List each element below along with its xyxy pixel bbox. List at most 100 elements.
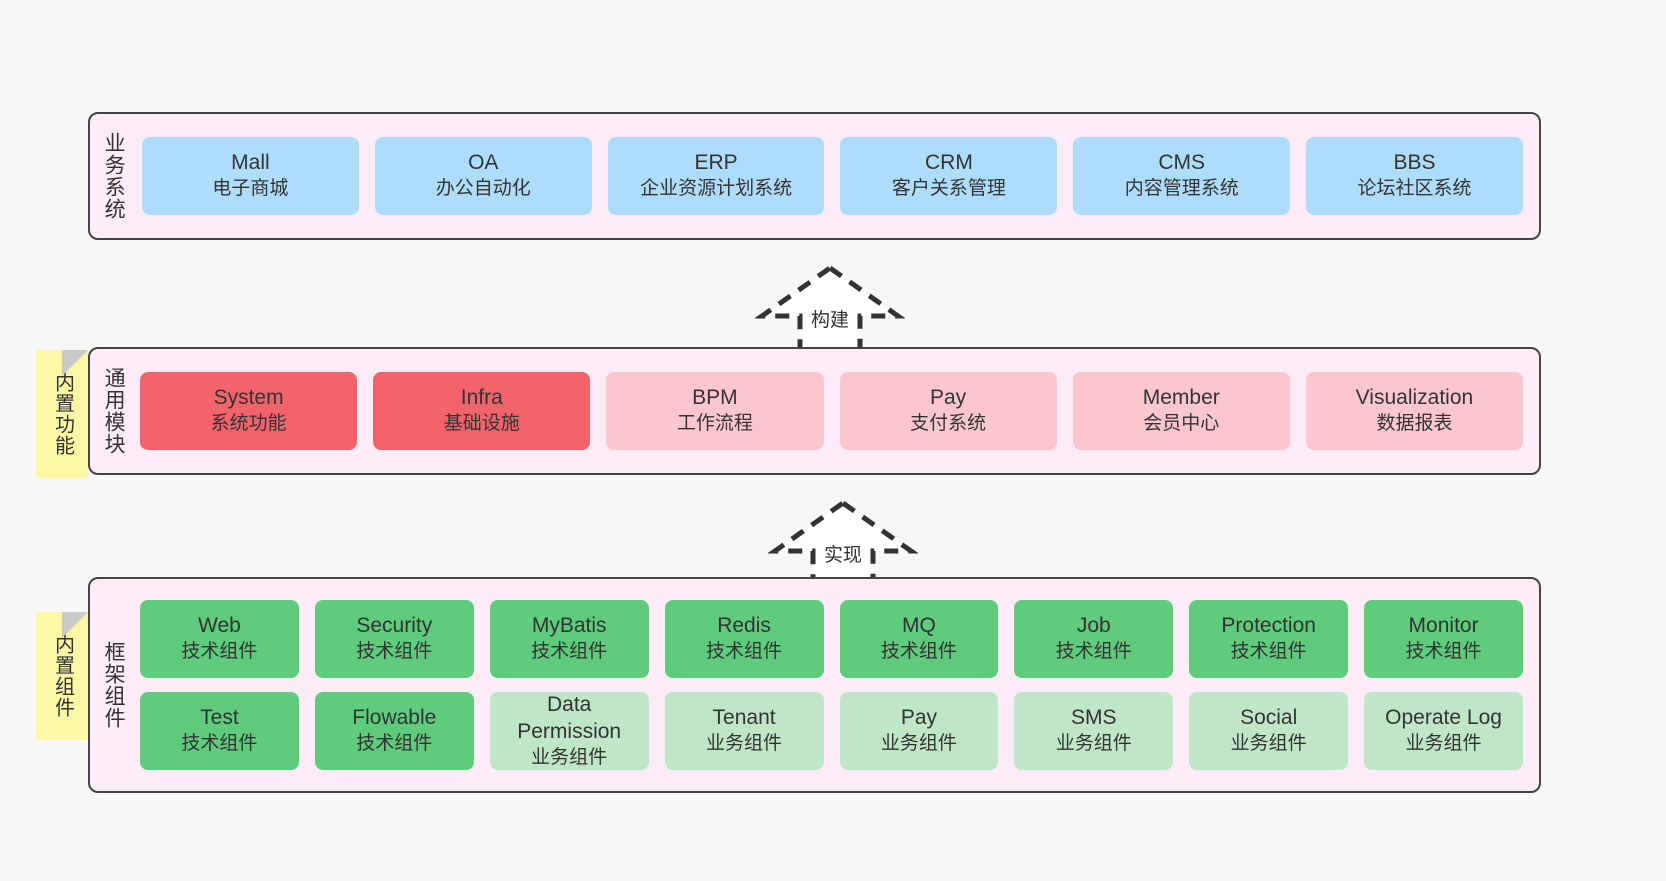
card-data-permission-cn: 业务组件 [531, 746, 608, 768]
arrow-realize-label: 实现 [823, 545, 862, 566]
card-flowable-en: Flowable [352, 706, 437, 730]
framework-tech-row: Web 技术组件 Security 技术组件 MyBatis 技术组件 Redi… [140, 600, 1523, 678]
card-system-en: System [213, 386, 284, 410]
card-flowable[interactable]: Flowable 技术组件 [314, 692, 474, 770]
card-infra-en: Infra [460, 386, 503, 410]
card-protection[interactable]: Protection 技术组件 [1189, 600, 1349, 678]
arrow-build-label: 构建 [810, 310, 849, 331]
card-monitor-cn: 技术组件 [1405, 641, 1482, 663]
card-visualization-cn: 数据报表 [1376, 413, 1453, 435]
card-tenant-cn: 业务组件 [706, 733, 783, 755]
note-builtin-function: 内置功能 [36, 350, 88, 478]
layer-body-business: Mall 电子商城 OA 办公自动化 ERP 企业资源计划系统 CRM 客户关系… [136, 114, 1539, 238]
card-pay-module[interactable]: Pay 支付系统 [839, 372, 1057, 450]
card-security-en: Security [356, 614, 433, 638]
card-visualization-en: Visualization [1355, 386, 1474, 410]
card-mybatis[interactable]: MyBatis 技术组件 [489, 600, 649, 678]
card-social-cn: 业务组件 [1230, 733, 1307, 755]
note-builtin-function-label: 内置功能 [51, 372, 74, 456]
card-infra[interactable]: Infra 基础设施 [373, 372, 591, 450]
card-cms[interactable]: CMS 内容管理系统 [1073, 137, 1291, 215]
card-job-cn: 技术组件 [1055, 641, 1132, 663]
card-member[interactable]: Member 会员中心 [1072, 372, 1290, 450]
layer-body-modules: System 系统功能 Infra 基础设施 BPM 工作流程 Pay 支付系统… [136, 349, 1539, 473]
card-social-en: Social [1240, 706, 1298, 730]
card-crm-en: CRM [924, 151, 973, 175]
card-mq-cn: 技术组件 [880, 641, 957, 663]
card-sms[interactable]: SMS 业务组件 [1014, 692, 1174, 770]
business-card-row: Mall 电子商城 OA 办公自动化 ERP 企业资源计划系统 CRM 客户关系… [142, 137, 1523, 215]
layer-business-system: 业务系统 Mall 电子商城 OA 办公自动化 ERP 企业资源计划系统 CRM [88, 112, 1541, 240]
card-erp[interactable]: ERP 企业资源计划系统 [607, 137, 825, 215]
card-oa-en: OA [468, 151, 499, 175]
card-sms-cn: 业务组件 [1055, 733, 1132, 755]
card-social[interactable]: Social 业务组件 [1189, 692, 1349, 770]
card-crm[interactable]: CRM 客户关系管理 [840, 137, 1058, 215]
card-system[interactable]: System 系统功能 [140, 372, 358, 450]
card-data-permission[interactable]: Data Permission 业务组件 [489, 692, 649, 770]
framework-biz-row: Test 技术组件 Flowable 技术组件 Data Permission … [140, 692, 1523, 770]
card-pay-component-en: Pay [900, 706, 938, 730]
card-redis[interactable]: Redis 技术组件 [664, 600, 824, 678]
card-oa-cn: 办公自动化 [435, 178, 531, 200]
card-job[interactable]: Job 技术组件 [1014, 600, 1174, 678]
layer-title-modules: 通用模块 [102, 367, 126, 455]
card-pay-component[interactable]: Pay 业务组件 [839, 692, 999, 770]
layer-framework-components: 框架组件 Web 技术组件 Security 技术组件 MyBatis 技术组件… [88, 577, 1541, 793]
note-builtin-component: 内置组件 [36, 612, 88, 740]
card-operate-log-en: Operate Log [1385, 706, 1502, 730]
card-mall-en: Mall [231, 151, 270, 175]
card-cms-cn: 内容管理系统 [1124, 178, 1239, 200]
card-erp-en: ERP [694, 151, 738, 175]
card-operate-log-cn: 业务组件 [1405, 733, 1482, 755]
card-visualization[interactable]: Visualization 数据报表 [1305, 372, 1524, 450]
card-mall[interactable]: Mall 电子商城 [142, 137, 359, 215]
card-oa[interactable]: OA 办公自动化 [374, 137, 592, 215]
card-test-cn: 技术组件 [181, 733, 258, 755]
card-test-en: Test [200, 706, 239, 730]
card-sms-en: SMS [1071, 706, 1117, 730]
card-protection-cn: 技术组件 [1230, 641, 1307, 663]
card-security[interactable]: Security 技术组件 [314, 600, 474, 678]
layer-body-framework: Web 技术组件 Security 技术组件 MyBatis 技术组件 Redi… [136, 579, 1539, 791]
card-tenant-en: Tenant [712, 706, 776, 730]
layer-title-framework: 框架组件 [102, 641, 126, 729]
card-mq-en: MQ [902, 614, 936, 638]
card-data-permission-en: Data Permission [517, 692, 622, 743]
card-bpm-en: BPM [692, 386, 738, 410]
card-job-en: Job [1076, 614, 1111, 638]
note-builtin-component-label: 内置组件 [51, 634, 74, 718]
module-card-row: System 系统功能 Infra 基础设施 BPM 工作流程 Pay 支付系统… [140, 372, 1524, 450]
layer-common-modules: 通用模块 System 系统功能 Infra 基础设施 BPM 工作流程 Pay [88, 347, 1541, 475]
card-web[interactable]: Web 技术组件 [140, 600, 299, 678]
card-system-cn: 系统功能 [210, 413, 287, 435]
card-web-cn: 技术组件 [181, 641, 258, 663]
card-bpm[interactable]: BPM 工作流程 [606, 372, 824, 450]
card-bbs[interactable]: BBS 论坛社区系统 [1306, 137, 1523, 215]
card-redis-cn: 技术组件 [706, 641, 783, 663]
card-flowable-cn: 技术组件 [356, 733, 433, 755]
card-tenant[interactable]: Tenant 业务组件 [664, 692, 824, 770]
card-monitor[interactable]: Monitor 技术组件 [1364, 600, 1523, 678]
card-member-en: Member [1142, 386, 1220, 410]
card-cms-en: CMS [1158, 151, 1206, 175]
card-pay-module-cn: 支付系统 [910, 413, 987, 435]
card-mybatis-en: MyBatis [531, 614, 607, 638]
arrow-realize: 实现 [768, 497, 918, 593]
card-member-cn: 会员中心 [1143, 413, 1220, 435]
card-crm-cn: 客户关系管理 [891, 178, 1006, 200]
layer-title-business: 业务系统 [102, 132, 126, 220]
card-protection-en: Protection [1221, 614, 1316, 638]
card-test[interactable]: Test 技术组件 [140, 692, 299, 770]
card-web-en: Web [198, 614, 241, 638]
card-monitor-en: Monitor [1408, 614, 1479, 638]
card-bpm-cn: 工作流程 [676, 413, 753, 435]
card-erp-cn: 企业资源计划系统 [640, 178, 793, 200]
card-pay-module-en: Pay [930, 386, 967, 410]
card-redis-en: Redis [717, 614, 771, 638]
card-security-cn: 技术组件 [356, 641, 433, 663]
card-operate-log[interactable]: Operate Log 业务组件 [1364, 692, 1523, 770]
card-mall-cn: 电子商城 [212, 178, 289, 200]
card-mq[interactable]: MQ 技术组件 [839, 600, 999, 678]
